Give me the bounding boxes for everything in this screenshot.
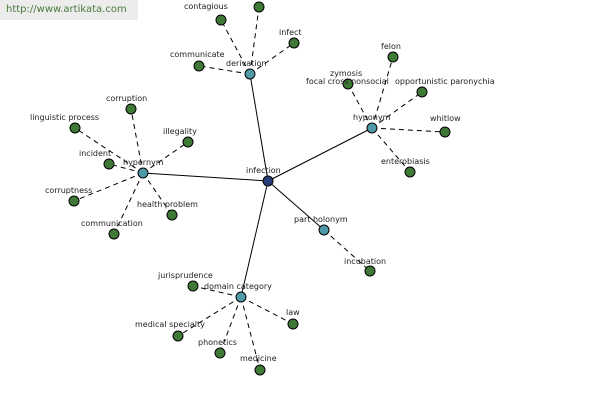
label-opportunistic-paronychia: opportunistic paronychia bbox=[395, 77, 495, 86]
label-focal-cross-nonsocial: focal cross nonsocial bbox=[306, 77, 389, 86]
label-part-holonym: part holonym bbox=[294, 215, 348, 224]
node-jurisprudence[interactable] bbox=[187, 280, 199, 292]
label-illegality: illegality bbox=[163, 127, 197, 136]
edge-law bbox=[240, 296, 294, 325]
edge-phonetics bbox=[219, 296, 242, 354]
label-felon: felon bbox=[381, 42, 401, 51]
label-whitlow: whitlow bbox=[430, 114, 461, 123]
edge-contagious-2 bbox=[249, 6, 260, 75]
node-linguistic-process[interactable] bbox=[69, 122, 81, 134]
label-communicate: communicate bbox=[170, 50, 225, 59]
label-hyponym: hyponym bbox=[353, 113, 391, 122]
node-medical-specialty[interactable] bbox=[172, 330, 184, 342]
node-communicate[interactable] bbox=[193, 60, 205, 72]
node-illegality[interactable] bbox=[182, 136, 194, 148]
label-derivation: derivation bbox=[226, 59, 266, 68]
label-incident: incident bbox=[79, 149, 111, 158]
term-edges bbox=[73, 6, 446, 371]
edge-domain-category bbox=[240, 180, 269, 298]
edge-part-holonym bbox=[267, 180, 325, 231]
label-phonetics: phonetics bbox=[198, 338, 237, 347]
node-opportunistic-paronychia[interactable] bbox=[416, 86, 428, 98]
node-whitlow[interactable] bbox=[439, 126, 451, 138]
node-enterobiasis[interactable] bbox=[404, 166, 416, 178]
watermark[interactable]: http://www.artikata.com bbox=[0, 0, 138, 20]
label-linguistic-process: linguistic process bbox=[30, 113, 99, 122]
node-law[interactable] bbox=[287, 318, 299, 330]
node-contagious[interactable] bbox=[215, 14, 227, 26]
relation-edges bbox=[142, 73, 373, 298]
label-zymosis: zymosis bbox=[330, 69, 362, 78]
node-domain-category[interactable] bbox=[235, 291, 247, 303]
node-hypernym[interactable] bbox=[137, 167, 149, 179]
edge-derivation bbox=[249, 73, 269, 182]
nodes bbox=[68, 1, 451, 376]
label-hypernym: hypernym bbox=[123, 158, 164, 167]
edge-hyponym bbox=[267, 127, 373, 182]
node-felon[interactable] bbox=[387, 51, 399, 63]
edge-illegality bbox=[142, 141, 189, 174]
edge-linguistic-process bbox=[74, 127, 144, 174]
center-node[interactable] bbox=[262, 175, 274, 187]
label-center: infection bbox=[246, 166, 281, 175]
edge-communication bbox=[113, 172, 144, 235]
label-medicine: medicine bbox=[240, 354, 277, 363]
node-incubation[interactable] bbox=[364, 265, 376, 277]
edge-corruptness bbox=[73, 172, 144, 202]
node-part-holonym[interactable] bbox=[318, 224, 330, 236]
label-incubation: incubation bbox=[344, 257, 386, 266]
label-law: law bbox=[286, 308, 300, 317]
edge-opportunistic bbox=[371, 91, 423, 129]
label-enterobiasis: enterobiasis bbox=[381, 157, 430, 166]
label-communication: communication bbox=[81, 219, 143, 228]
node-medicine[interactable] bbox=[254, 364, 266, 376]
edge-incident bbox=[108, 163, 144, 174]
label-infect: infect bbox=[279, 28, 302, 37]
node-corruptness[interactable] bbox=[68, 195, 80, 207]
label-jurisprudence: jurisprudence bbox=[157, 271, 213, 280]
node-phonetics[interactable] bbox=[214, 347, 226, 359]
node-corruption[interactable] bbox=[125, 103, 137, 115]
edge-medical-specialty bbox=[177, 296, 242, 337]
edge-medicine bbox=[240, 296, 261, 371]
node-derivation[interactable] bbox=[244, 68, 256, 80]
edge-hypernym bbox=[142, 172, 269, 182]
labels: infection derivation hypernym hyponym pa… bbox=[30, 2, 495, 363]
edge-contagious bbox=[220, 19, 251, 75]
node-zymosis[interactable] bbox=[342, 78, 354, 90]
node-contagious-2[interactable] bbox=[253, 1, 265, 13]
label-medical-specialty: medical specialty bbox=[135, 320, 205, 329]
edge-whitlow bbox=[371, 127, 446, 133]
label-corruptness: corruptness bbox=[45, 186, 92, 195]
label-health-problem: health problem bbox=[137, 200, 198, 209]
edge-incubation bbox=[323, 229, 371, 272]
edge-corruption bbox=[130, 108, 144, 174]
label-domain-category: domain category bbox=[204, 282, 272, 291]
node-infect[interactable] bbox=[288, 37, 300, 49]
edge-felon bbox=[371, 56, 394, 129]
label-corruption: corruption bbox=[106, 94, 147, 103]
node-health-problem[interactable] bbox=[166, 209, 178, 221]
node-incident[interactable] bbox=[103, 158, 115, 170]
edge-enterobiasis bbox=[371, 127, 411, 173]
label-contagious: contagious bbox=[184, 2, 228, 11]
node-hyponym[interactable] bbox=[366, 122, 378, 134]
node-communication[interactable] bbox=[108, 228, 120, 240]
